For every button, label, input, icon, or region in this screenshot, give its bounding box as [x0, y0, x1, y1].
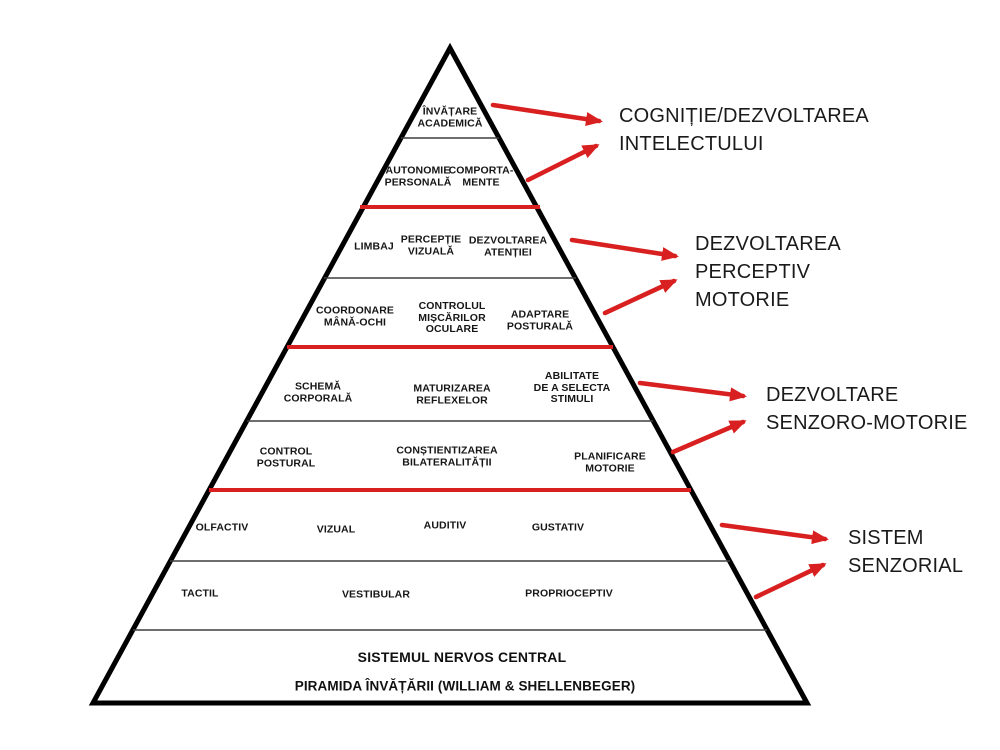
arrow-cognition-lower	[525, 143, 600, 183]
cell-control-postural: CONTROL POSTURAL	[256, 445, 316, 469]
arrow-sensorymotor-upper	[637, 380, 747, 402]
cell-comportamente: COMPORTA- MENTE	[448, 164, 514, 188]
cell-perceptie-vizuala: PERCEPȚIE VIZUALĂ	[400, 233, 462, 257]
cell-coordonare-mana-ochi: COORDONARE MÂNĂ-OCHI	[315, 304, 395, 328]
cell-dezvoltarea-atentiei: DEZVOLTAREA ATENȚIEI	[468, 234, 548, 258]
cell-schema-corporala: SCHEMĂ CORPORALĂ	[283, 380, 353, 404]
cell-controlul-miscarilor-oculare: CONTROLUL MIȘCĂRILOR OCULARE	[418, 299, 486, 335]
pyramid-outline	[88, 42, 812, 706]
cell-olfactiv: OLFACTIV	[195, 521, 249, 534]
cell-planificare-motorie: PLANIFICARE MOTORIE	[574, 450, 646, 474]
arrow-cognition-upper	[490, 102, 603, 126]
arrow-perceptual-lower	[602, 278, 678, 316]
side-label-sensory-motor: DEZVOLTARE SENZORO-MOTORIE	[766, 384, 968, 434]
arrows	[490, 102, 829, 600]
cell-limbaj: LIMBAJ	[354, 240, 394, 253]
arrow-perceptual-upper	[569, 237, 679, 261]
arrow-sensory-lower	[753, 562, 827, 600]
cell-autonomie-personala: AUTONOMIE PERSONALĂ	[384, 164, 452, 188]
cell-vestibular: VESTIBULAR	[341, 588, 411, 601]
arrow-sensorymotor-lower	[670, 419, 747, 455]
side-label-cognition-intellect: COGNIȚIE/DEZVOLTAREA INTELECTULUI	[619, 105, 869, 155]
thin-divider-lines	[133, 137, 767, 631]
cell-proprioceptiv: PROPRIOCEPTIV	[525, 587, 613, 600]
base-title-sistemul-nervos-central: SISTEMUL NERVOS CENTRAL	[357, 649, 567, 665]
side-label-sensory-system: SISTEM SENZORIAL	[848, 527, 964, 577]
base-subtitle-piramida-invatarii: PIRAMIDA ÎNVĂȚĂRII (WILLIAM & SHELLENBEG…	[294, 678, 636, 694]
cell-maturizarea-reflexelor: MATURIZAREA REFLEXELOR	[413, 382, 491, 406]
red-divider-lines	[209, 205, 691, 492]
cell-auditiv: AUDITIV	[423, 519, 467, 532]
cell-gustativ: GUSTATIV	[531, 521, 585, 534]
cell-adaptare-posturala: ADAPTARE POSTURALĂ	[506, 308, 574, 332]
cell-vizual: VIZUAL	[316, 523, 356, 536]
cell-abilitate-selecta-stimuli: ABILITATE DE A SELECTA STIMULI	[533, 369, 611, 405]
side-label-perceptual-motor: DEZVOLTAREA PERCEPTIV MOTORIE	[695, 233, 841, 311]
cell-constientizarea-bilateralitatii: CONȘTIENTIZAREA BILATERALITĂȚII	[396, 444, 498, 468]
cell-invatare-academica: ÎNVĂȚARE ACADEMICĂ	[417, 105, 483, 129]
cell-tactil: TACTIL	[181, 587, 219, 600]
arrow-sensory-upper	[719, 522, 829, 545]
